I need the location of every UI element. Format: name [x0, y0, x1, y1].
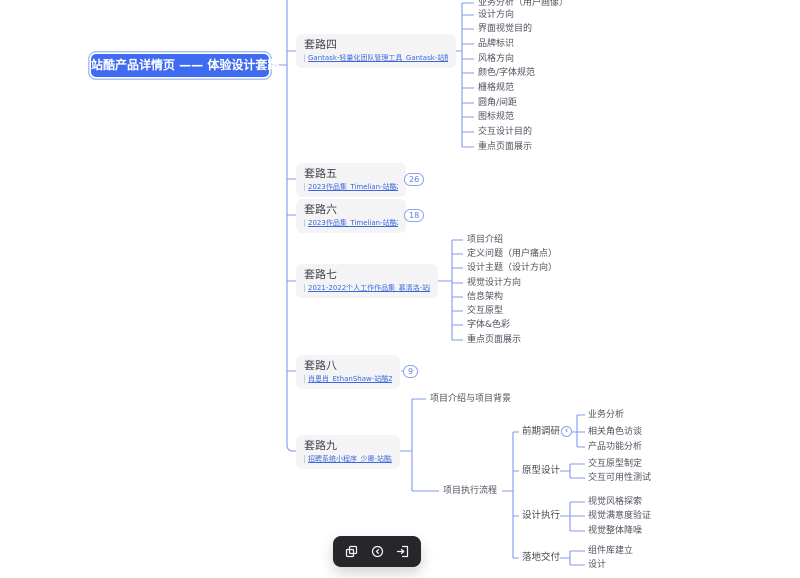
- node-taolu9[interactable]: 套路九 招聘系统小程序_少卿-站酷ZCOOL: [296, 435, 400, 469]
- leaf-node[interactable]: 业务分析（用户画像）: [478, 0, 569, 8]
- edge-branch4: [456, 2, 474, 148]
- stage-node[interactable]: 原型设计: [522, 465, 561, 476]
- node-taolu6[interactable]: 套路六 2023作品集_Timelian-站酷ZCOOL: [296, 199, 406, 233]
- link-divider: [304, 54, 305, 62]
- node-link-row: 招聘系统小程序_少卿-站酷ZCOOL: [304, 454, 392, 464]
- leaf-node[interactable]: 视觉整体降噪: [588, 526, 643, 536]
- node-link[interactable]: 2023作品集_Timelian-站酷ZCOOL: [308, 219, 398, 227]
- root-node[interactable]: 站酷产品详情页 —— 体验设计套路: [91, 54, 279, 77]
- edge-branch7: [438, 239, 463, 341]
- node-link-row: Gantask-轻量化团队管理工具_Gantask-站酷ZCOOL: [304, 53, 448, 63]
- leaf-node[interactable]: 交互可用性测试: [588, 473, 652, 483]
- link-divider: [304, 375, 305, 383]
- leaf-node[interactable]: 设计: [588, 560, 607, 570]
- leaf-node[interactable]: 界面视觉目的: [478, 24, 533, 34]
- node-title: 套路六: [304, 203, 337, 216]
- link-divider: [304, 455, 305, 463]
- leaf-node[interactable]: 项目介绍与项目背景: [430, 394, 512, 404]
- leaf-node[interactable]: 项目执行流程: [443, 486, 498, 496]
- collapsed-count-badge[interactable]: 18: [404, 209, 425, 222]
- node-link[interactable]: 2021-2022个人工作作品集_慕清洛-站酷ZCOOL: [308, 284, 430, 292]
- node-title: 套路八: [304, 359, 337, 372]
- node-link-row: 2023作品集_Timelian-站酷ZCOOL: [304, 182, 398, 192]
- leaf-node[interactable]: 品牌标识: [478, 39, 515, 49]
- node-link[interactable]: 招聘系统小程序_少卿-站酷ZCOOL: [308, 455, 392, 463]
- link-divider: [304, 284, 305, 292]
- node-title: 套路五: [304, 167, 337, 180]
- node-link-row: 肖恩肖_EthanShaw-站酷ZCOOL: [304, 374, 392, 384]
- leaf-node[interactable]: 产品功能分析: [588, 442, 643, 452]
- leaf-node[interactable]: 相关角色访谈: [588, 427, 643, 437]
- node-link[interactable]: Gantask-轻量化团队管理工具_Gantask-站酷ZCOOL: [308, 54, 448, 62]
- leaf-node[interactable]: 设计方向: [478, 10, 515, 20]
- clock-icon[interactable]: [370, 545, 384, 559]
- node-title: 套路七: [304, 268, 337, 281]
- collapse-toggle[interactable]: ‹: [561, 426, 572, 437]
- duplicate-icon[interactable]: [345, 545, 359, 559]
- leaf-node[interactable]: 组件库建立: [588, 546, 634, 556]
- node-link-row: 2023作品集_Timelian-站酷ZCOOL: [304, 218, 398, 228]
- leaf-node[interactable]: 字体&色彩: [467, 320, 511, 330]
- leaf-node[interactable]: 栅格规范: [478, 83, 515, 93]
- node-link-row: 2021-2022个人工作作品集_慕清洛-站酷ZCOOL: [304, 283, 430, 293]
- leaf-node[interactable]: 视觉设计方向: [467, 278, 522, 288]
- leaf-node[interactable]: 视觉风格探索: [588, 497, 643, 507]
- node-taolu7[interactable]: 套路七 2021-2022个人工作作品集_慕清洛-站酷ZCOOL: [296, 264, 438, 298]
- node-title: 套路九: [304, 439, 337, 452]
- edge-branch9: [400, 398, 585, 566]
- link-divider: [304, 183, 305, 191]
- collapsed-count-badge[interactable]: 9: [403, 365, 419, 378]
- leaf-node[interactable]: 交互设计目的: [478, 127, 533, 137]
- node-title: 套路四: [304, 38, 337, 51]
- node-link[interactable]: 肖恩肖_EthanShaw-站酷ZCOOL: [308, 375, 392, 383]
- leaf-node[interactable]: 交互原型制定: [588, 459, 643, 469]
- collapsed-count-badge[interactable]: 26: [404, 173, 425, 186]
- leaf-node[interactable]: 信息架构: [467, 292, 504, 302]
- leaf-node[interactable]: 设计主题（设计方向）: [467, 263, 558, 273]
- leaf-node[interactable]: 颜色/字体规范: [478, 68, 536, 78]
- leaf-node[interactable]: 交互原型: [467, 306, 504, 316]
- stage-node[interactable]: 落地交付: [522, 552, 561, 563]
- leaf-node[interactable]: 重点页面展示: [467, 335, 522, 345]
- stage-node[interactable]: 设计执行: [522, 510, 561, 521]
- stage-node[interactable]: 前期调研: [522, 426, 561, 437]
- leaf-node[interactable]: 业务分析: [588, 410, 625, 420]
- leaf-node[interactable]: 图标规范: [478, 112, 515, 122]
- leaf-node[interactable]: 圆角/间距: [478, 98, 518, 108]
- leaf-node[interactable]: 项目介绍: [467, 235, 504, 245]
- node-link[interactable]: 2023作品集_Timelian-站酷ZCOOL: [308, 183, 398, 191]
- bottom-toolbar: [333, 536, 421, 567]
- node-taolu5[interactable]: 套路五 2023作品集_Timelian-站酷ZCOOL: [296, 163, 406, 197]
- edge-trunk: [269, 0, 296, 452]
- node-taolu8[interactable]: 套路八 肖恩肖_EthanShaw-站酷ZCOOL: [296, 355, 400, 389]
- node-taolu4[interactable]: 套路四 Gantask-轻量化团队管理工具_Gantask-站酷ZCOOL: [296, 34, 456, 68]
- leaf-node[interactable]: 重点页面展示: [478, 142, 533, 152]
- leaf-node[interactable]: 风格方向: [478, 54, 515, 64]
- present-icon[interactable]: [396, 545, 410, 559]
- link-divider: [304, 219, 305, 227]
- leaf-node[interactable]: 定义问题（用户痛点）: [467, 249, 558, 259]
- leaf-node[interactable]: 视觉满意度验证: [588, 511, 652, 521]
